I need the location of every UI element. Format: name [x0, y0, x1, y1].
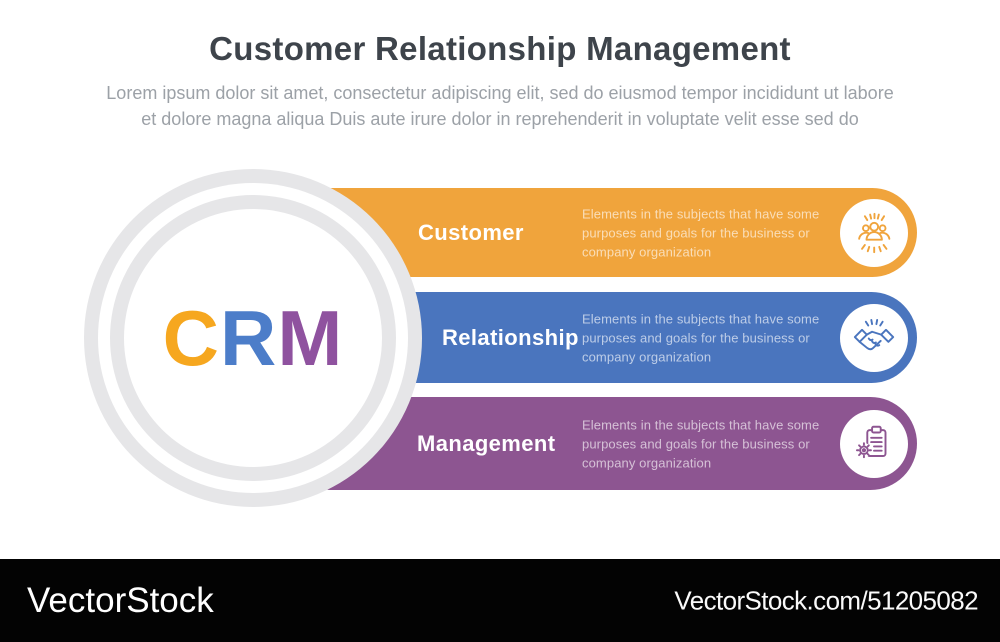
subtitle-line-1: Lorem ipsum dolor sit amet, consectetur … [106, 83, 894, 103]
crm-circle-center [124, 209, 382, 467]
desc-line: purposes and goals for the business or [582, 225, 810, 240]
banner-management-label: Management [417, 430, 556, 456]
subtitle-line-2: et dolore magna aliqua Duis aute irure d… [141, 109, 859, 129]
crm-letter-r: R [220, 294, 278, 382]
vectorstock-url: VectorStock.com/51205082 [674, 585, 978, 615]
crm-wordmark: C R M [84, 169, 422, 507]
crm-letter-m: M [277, 294, 344, 382]
vectorstock-logo: VectorStock [27, 580, 214, 620]
banner-relationship-label: Relationship [442, 324, 579, 350]
banner-customer-description: Elements in the subjects that have some … [582, 204, 844, 261]
desc-line: Elements in the subjects that have some [582, 417, 820, 432]
crowd-icon [840, 198, 908, 267]
banner-management-description: Elements in the subjects that have some … [582, 415, 844, 472]
watermark-bar: VectorStock VectorStock.com/51205082 [0, 559, 1000, 642]
crm-letter-c: C [162, 294, 220, 382]
clipboard-gear-icon [840, 409, 908, 478]
subtitle: Lorem ipsum dolor sit amet, consectetur … [0, 80, 1000, 132]
desc-line: Elements in the subjects that have some [582, 311, 820, 326]
desc-line: purposes and goals for the business or [582, 436, 810, 451]
desc-line: purposes and goals for the business or [582, 330, 810, 345]
desc-line: company organization [582, 349, 712, 364]
banner-relationship-description: Elements in the subjects that have some … [582, 309, 844, 366]
banner-management: Management Elements in the subjects that… [320, 397, 917, 490]
banner-customer: Customer Elements in the subjects that h… [320, 188, 917, 277]
page-title: Customer Relationship Management [209, 30, 791, 67]
desc-line: Elements in the subjects that have some [582, 206, 820, 221]
handshake-icon [840, 303, 908, 372]
desc-line: company organization [582, 455, 712, 470]
desc-line: company organization [582, 244, 712, 259]
banner-customer-label: Customer [418, 219, 524, 245]
